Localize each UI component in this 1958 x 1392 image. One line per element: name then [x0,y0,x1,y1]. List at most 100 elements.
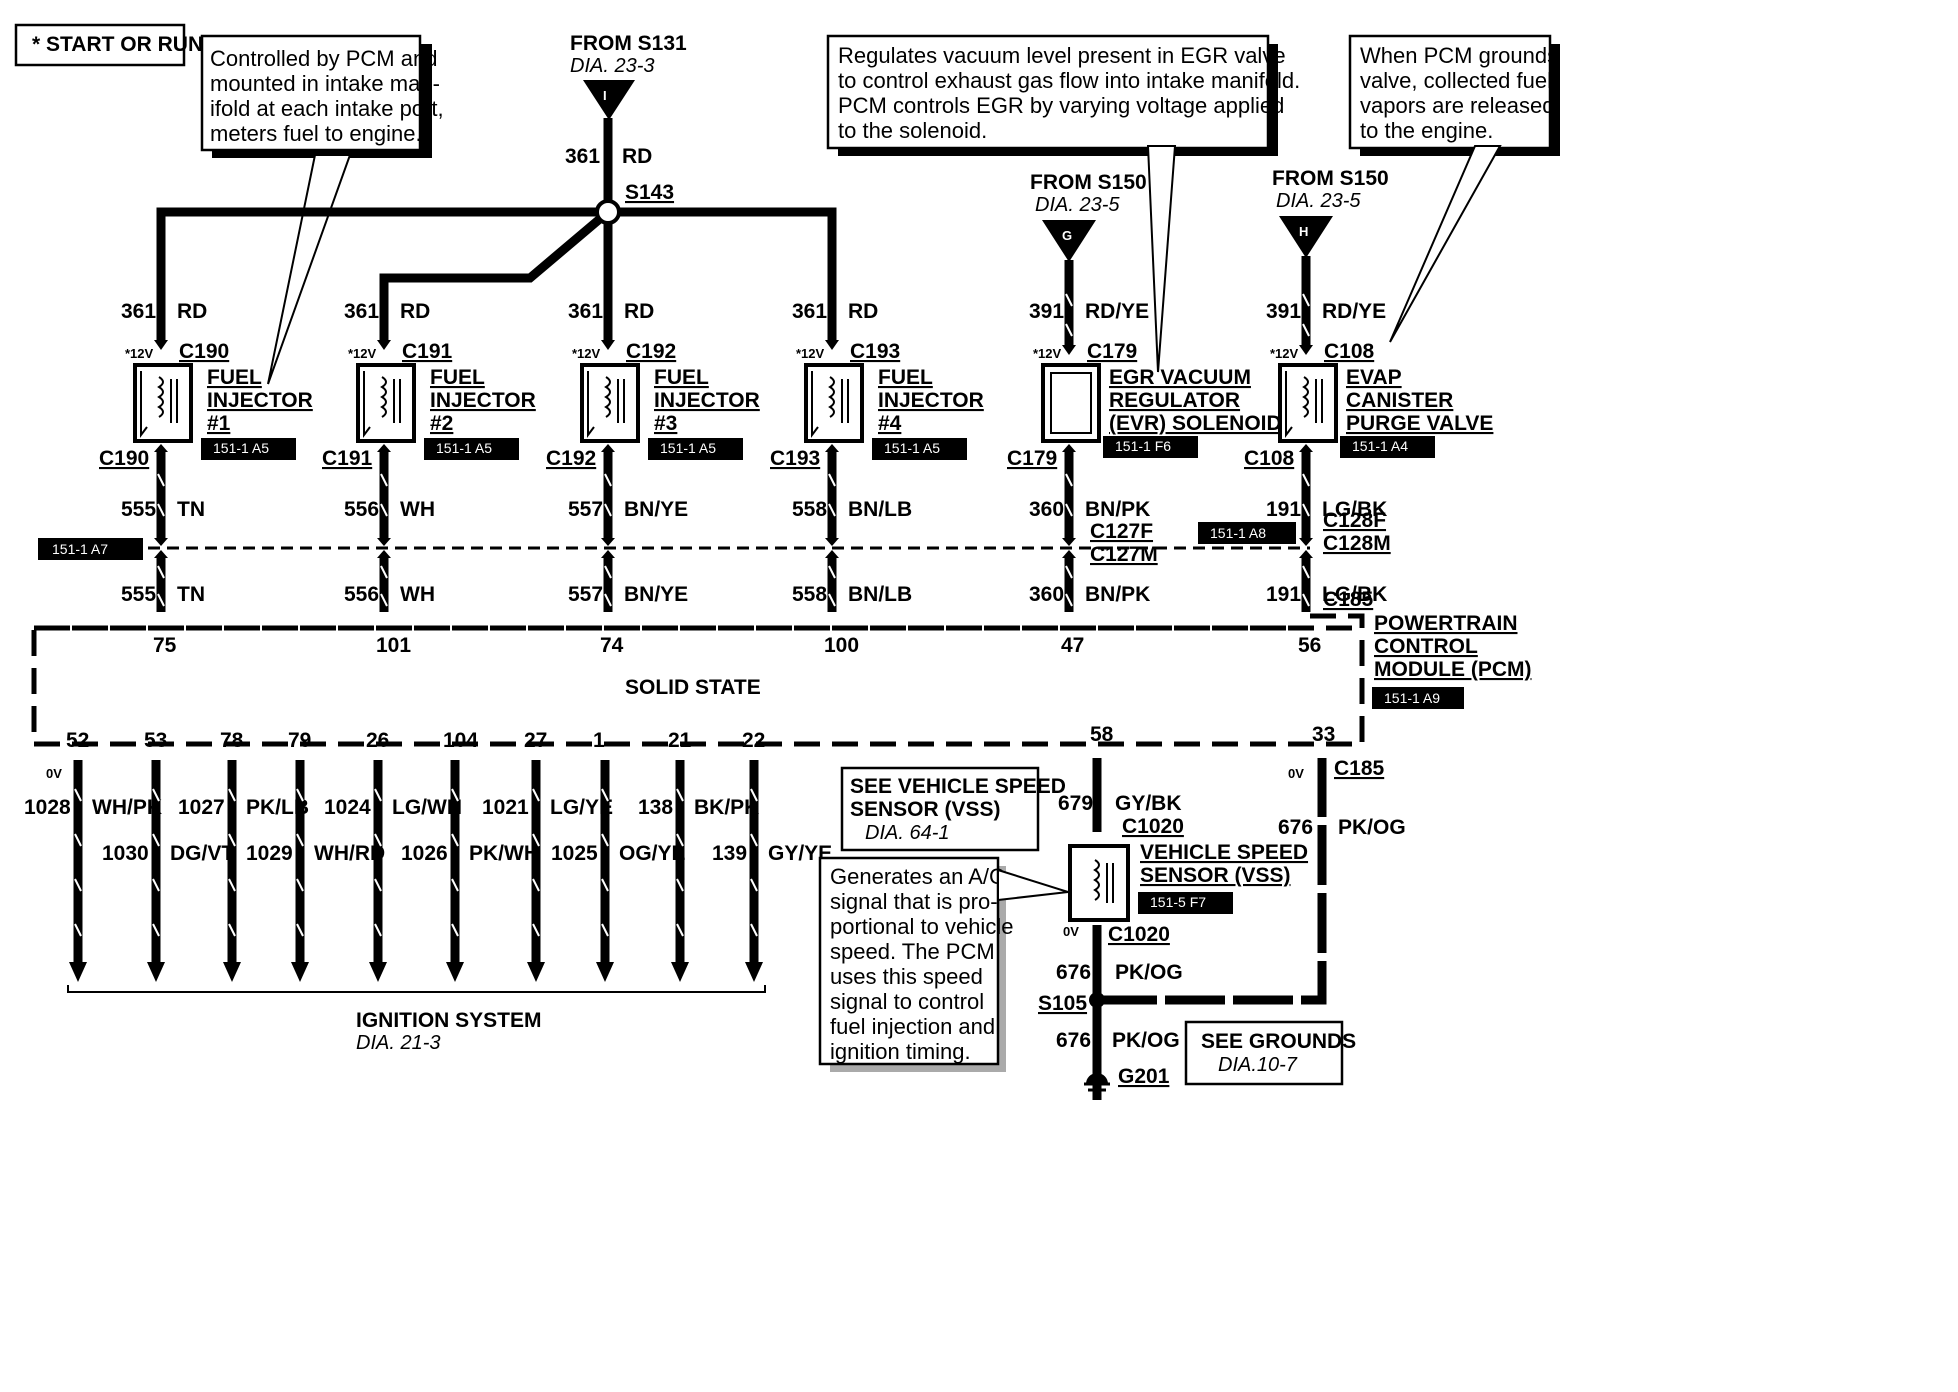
ignition-pin: 52 [66,729,89,752]
ignition-color: OG/YE [619,842,686,865]
start-run-label: * START OR RUN [32,33,203,56]
ignition-pin: 22 [742,729,765,752]
vss-name-line-2: SENSOR (VSS) [1140,864,1291,887]
vss-callout-line-6: signal to control [830,989,984,1014]
ignition-circuit: 1028 [24,796,71,819]
component-ref: 151-1 F6 [1115,438,1171,454]
ignition-color: LG/YE [550,796,613,819]
ignition-circuit: 1024 [324,796,371,819]
pcm-pin: 101 [376,634,411,657]
component-12v: *12V [796,346,825,361]
vss-ref: 151-5 F7 [1150,894,1206,910]
splice-s105-label: S105 [1038,992,1087,1015]
ignition-circuit: 1025 [551,842,598,865]
vss-ref-line-2: SENSOR (VSS) [850,798,1001,821]
source-s131-title: FROM S131 [570,32,687,55]
component-out-circuit-upper: 556 [344,498,379,521]
component-in-color: RD/YE [1322,300,1386,323]
ignition-circuit: 1026 [401,842,448,865]
vss-callout-line-4: speed. The PCM [830,939,995,964]
component-name-line-1: FUEL [207,366,262,389]
evap-callout-line-4: to the engine. [1360,118,1493,143]
connector-c127m: C127M [1090,543,1158,566]
pcm-title-line-3: MODULE (PCM) [1374,658,1531,681]
vss-connector-pcm: C185 [1334,757,1385,780]
component-in-circuit: 391 [1029,300,1064,323]
source-s150-g-title: FROM S150 [1030,171,1147,194]
component-name-line-1: FUEL [430,366,485,389]
ignition-color: WH/PK [92,796,162,819]
pcm-pin: 100 [824,634,859,657]
component-out-color-lower: TN [177,583,205,606]
component-name-line-2: INJECTOR [430,389,536,412]
component-name-line-3: #3 [654,412,677,435]
inline-ref-right: 151-1 A8 [1210,525,1266,541]
component-connector-bottom: C193 [770,447,820,470]
component-in-color: RD [177,300,207,323]
injector-callout-line-1: Controlled by PCM and [210,46,437,71]
vss-callout-line-3: portional to vehicle [830,914,1013,939]
pcm-pin: 56 [1298,634,1321,657]
component-name-line-2: INJECTOR [878,389,984,412]
vss-pin-out: 33 [1312,723,1335,746]
component-in-circuit: 361 [121,300,156,323]
vss-color-in: GY/BK [1115,792,1182,815]
pcm-title-line-1: POWERTRAIN [1374,612,1518,635]
component-name-line-2: INJECTOR [654,389,760,412]
ignition-pin: 78 [220,729,244,752]
vss-name-line-1: VEHICLE SPEED [1140,841,1308,864]
vss-callout-line-5: uses this speed [830,964,983,989]
component-out-circuit-upper: 555 [121,498,156,521]
source-s131: FROM S131 DIA. 23-3 I 361 RD S143 [565,32,687,204]
ground-circuit: 676 [1056,1029,1091,1052]
vss-connector-top: C1020 [1122,815,1184,838]
source-s150-h-dia: DIA. 23-5 [1276,190,1361,212]
ignition-pin: 26 [366,729,389,752]
ignition-circuit: 1021 [482,796,529,819]
ignition-color: BK/PK [694,796,759,819]
ignition-system-dia: DIA. 21-3 [356,1032,440,1054]
component-name-line-2: INJECTOR [207,389,313,412]
evap-callout-line-2: valve, collected fuel [1360,68,1552,93]
vss-circuit-in: 679 [1058,792,1093,815]
component-connector-top: C179 [1087,340,1137,363]
component-ref: 151-1 A5 [213,440,269,456]
component-in-color: RD [400,300,430,323]
evap-callout: When PCM grounds valve, collected fuel v… [1348,34,1560,343]
component-in-circuit: 391 [1266,300,1301,323]
component-out-circuit-upper: 558 [792,498,827,521]
vss-pcm-color: PK/OG [1338,816,1406,839]
component-connector-top: C191 [402,340,453,363]
pcm-solid-state: SOLID STATE [625,676,761,699]
component-12v: *12V [1033,346,1062,361]
ignition-output-1: 52 1028 WH/PK [24,729,162,982]
vss-callout: Generates an A/C signal that is pro- por… [818,856,1069,1072]
ignition-system-title: IGNITION SYSTEM [356,1009,542,1032]
ignition-circuit: 139 [712,842,747,865]
feed-wiring [156,118,837,340]
component-in-circuit: 361 [344,300,379,323]
injector-callout-line-4: meters fuel to engine. [210,121,422,146]
connector-c128m: C128M [1323,532,1391,555]
component-name-line-3: #2 [430,412,453,435]
ignition-circuit: 1027 [178,796,225,819]
component-connector-bottom: C179 [1007,447,1057,470]
source-s150-g-letter: G [1062,228,1072,243]
feed-circuit-main: 361 [565,145,600,168]
component-name-line-3: PURGE VALVE [1346,412,1493,435]
component-out-circuit-upper: 360 [1029,498,1064,521]
ignition-system-label: IGNITION SYSTEM DIA. 21-3 [67,985,766,1054]
ignition-pin: 104 [443,729,478,752]
component-out-color-lower: WH [400,583,435,606]
source-s150-h-letter: H [1299,224,1308,239]
